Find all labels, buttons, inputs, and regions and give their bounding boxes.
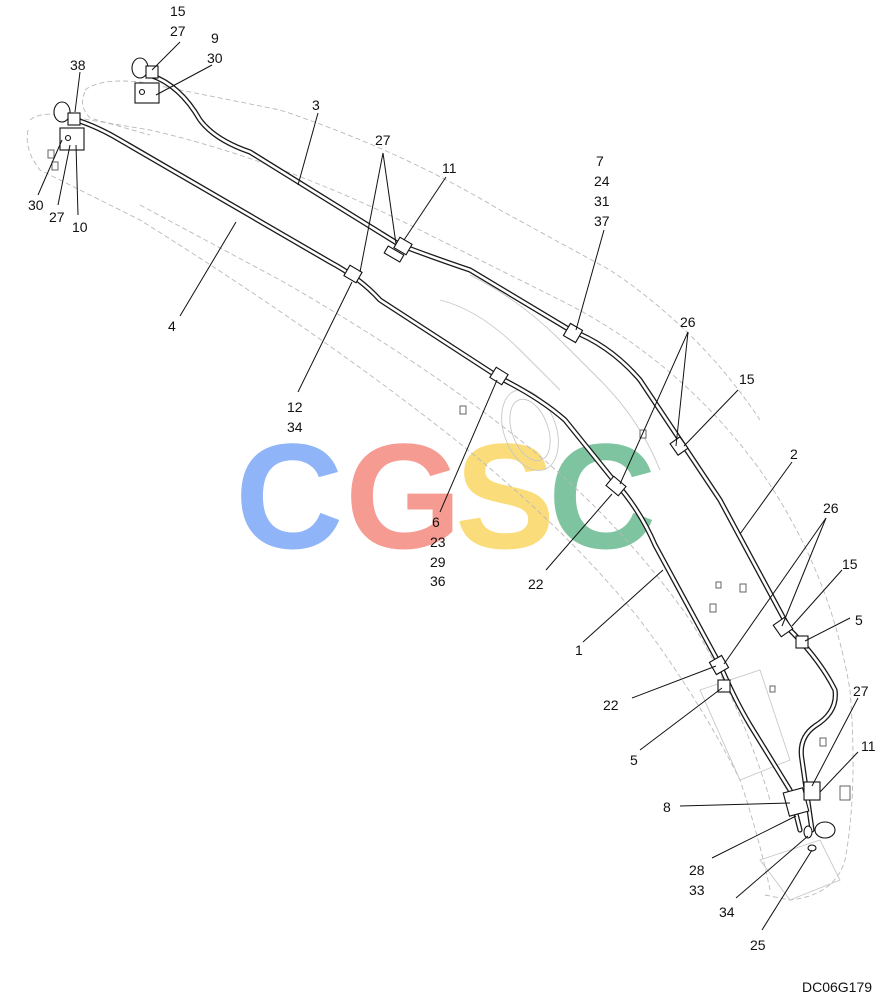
label-15-27-b: 27 (170, 23, 186, 39)
label-26-low: 26 (823, 500, 839, 516)
label-25: 25 (750, 937, 766, 953)
label-2: 2 (790, 446, 798, 462)
top-end-fittings (53, 57, 160, 151)
watermark-letter-s: S (455, 412, 555, 580)
label-29: 29 (430, 554, 446, 570)
label-33: 33 (689, 882, 705, 898)
label-15-low: 15 (842, 556, 858, 572)
watermark-letter-c1: C (235, 412, 343, 580)
label-31: 31 (594, 193, 610, 209)
label-9-30-b: 30 (207, 50, 223, 66)
label-27-top: 27 (375, 132, 391, 148)
bottom-end-fittings (782, 781, 836, 852)
label-28: 28 (689, 862, 705, 878)
label-30-left: 30 (28, 197, 44, 213)
label-11-low: 11 (861, 738, 876, 754)
label-26-top: 26 (680, 314, 696, 330)
label-34-b: 34 (719, 904, 735, 920)
label-10: 10 (72, 219, 88, 235)
label-3: 3 (312, 97, 320, 113)
drawing-code: DC06G179 (802, 979, 872, 995)
label-15-27-a: 15 (170, 3, 186, 19)
watermark-letter-g: G (345, 412, 462, 580)
cgsc-watermark: C G S C (235, 412, 656, 580)
label-11-top: 11 (442, 160, 457, 176)
boom-lugs (47, 149, 851, 801)
callout-labels: 15 27 9 30 38 3 27 11 7 24 31 37 30 27 1… (28, 3, 876, 953)
label-5-low: 5 (630, 752, 638, 768)
label-1: 1 (575, 642, 583, 658)
pipe-clamps (343, 236, 809, 693)
pipe-3 (147, 72, 683, 443)
label-9-30-a: 9 (211, 30, 219, 46)
label-15-mid: 15 (739, 371, 755, 387)
watermark-letter-c2: C (548, 412, 656, 580)
label-22-mid: 22 (528, 576, 544, 592)
label-38: 38 (70, 57, 86, 73)
pipe-4 (67, 115, 618, 485)
label-5-right: 5 (855, 612, 863, 628)
label-23: 23 (430, 534, 446, 550)
label-37: 37 (594, 213, 610, 229)
boom-outline (26, 80, 854, 901)
label-8: 8 (663, 799, 671, 815)
label-12: 12 (287, 399, 303, 415)
label-4: 4 (168, 318, 176, 334)
label-24: 24 (594, 173, 610, 189)
label-7: 7 (596, 153, 604, 169)
leader-lines (37, 41, 859, 931)
label-27-low: 27 (853, 683, 869, 699)
label-27-left: 27 (49, 209, 65, 225)
label-22-low: 22 (603, 697, 619, 713)
label-34-a: 34 (287, 419, 303, 435)
label-36: 36 (430, 573, 446, 589)
label-6: 6 (432, 514, 440, 530)
